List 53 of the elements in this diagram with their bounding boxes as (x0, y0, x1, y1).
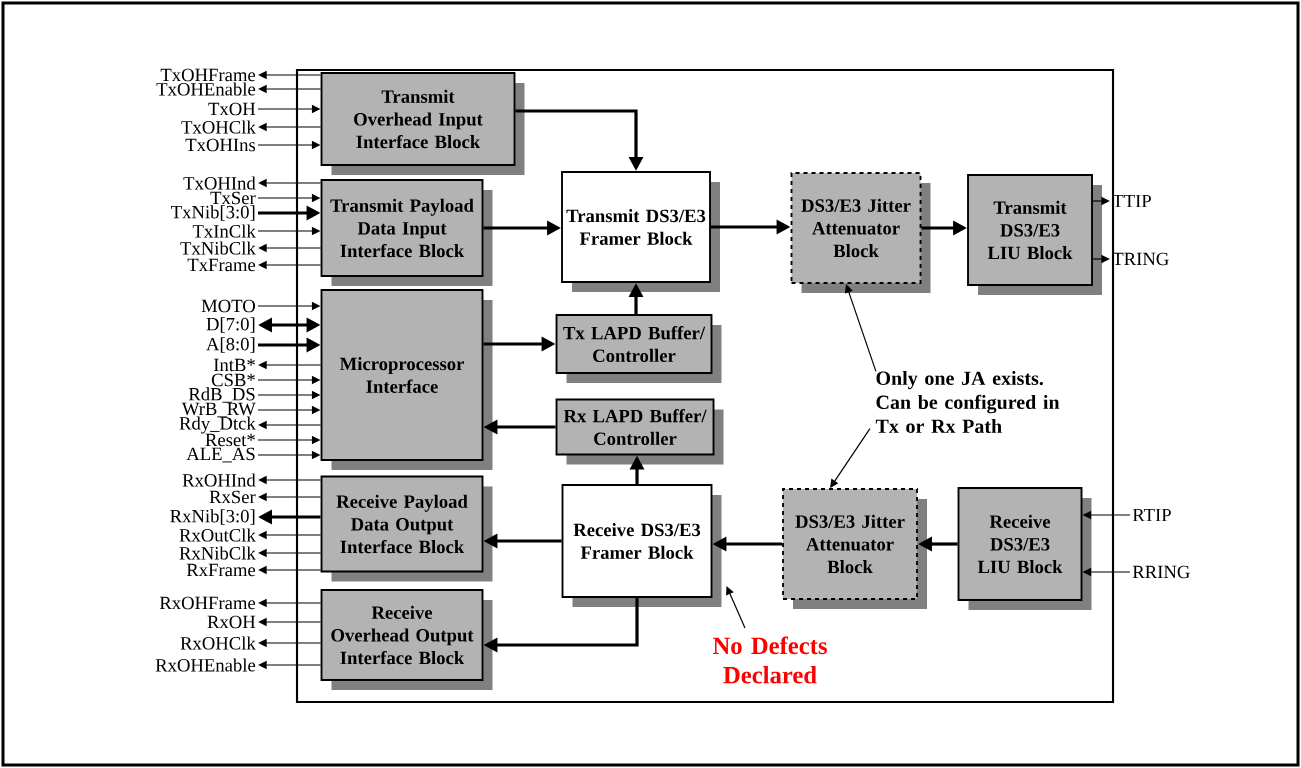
leader-line (726, 586, 746, 629)
pin-label: RxSer (209, 490, 256, 504)
note-text: Only one JA exists. Can be configured in Tx or Rx Path (875, 371, 1060, 434)
pin-label: TTIP (1112, 194, 1151, 208)
pin-label: TxOHInd (183, 176, 256, 190)
pin-label: Reset* (205, 433, 255, 447)
pin-label: TxNibClk (180, 241, 256, 255)
note-text: No Defects Declared (712, 636, 827, 684)
pin-label: WrB_RW (181, 402, 256, 418)
pin-label: RxOHClk (180, 636, 256, 650)
pin-label: TxOHIns (185, 138, 256, 152)
function-block: Microprocessor Interface (320, 289, 493, 470)
leader-line (844, 284, 877, 372)
pin-label: IntB* (213, 358, 255, 372)
pin-label: TxInClk (192, 224, 256, 238)
function-block: Receive DS3/E3 LIU Block (957, 487, 1092, 610)
function-block: Transmit DS3/E3 LIU Block (967, 174, 1102, 295)
pin-label: RdB_DS (188, 387, 255, 403)
function-block: Receive DS3/E3 Framer Block (561, 484, 722, 607)
pin-label: RxOHFrame (159, 596, 256, 610)
pin-label: TxNib[3:0] (171, 205, 255, 221)
pin-label: RxNib[3:0] (170, 509, 255, 525)
function-block: DS3/E3 Jitter Attenuator Block (790, 172, 931, 293)
pin-label: TxOHFrame (160, 68, 256, 82)
chip-boundary (295, 68, 1115, 704)
pin-label: RxOutClk (179, 528, 256, 542)
pin-label: Rdy_Dtck (179, 416, 256, 434)
function-block: Rx LAPD Buffer/ Controller (555, 398, 724, 465)
pin-label: RxOHInd (182, 473, 256, 487)
pin-label: TRING (1112, 252, 1169, 266)
function-block: Tx LAPD Buffer/ Controller (555, 314, 722, 383)
pin-label: CSB* (211, 373, 255, 387)
pin-label: ALE_AS (186, 447, 255, 463)
pin-label: TxOH (208, 102, 256, 116)
function-block: Transmit DS3/E3 Framer Block (561, 171, 720, 292)
function-block: Transmit Overhead Input Interface Block (320, 72, 525, 175)
pin-label: TxOHClk (181, 120, 256, 134)
pin-label: RxOHEnable (155, 658, 256, 672)
function-block: Receive Overhead Output Interface Block (320, 589, 493, 690)
pin-label: A[8:0] (206, 337, 255, 353)
pin-label: TxOHEnable (156, 82, 256, 96)
function-block: Receive Payload Data Output Interface Block (320, 475, 493, 582)
pin-label: RTIP (1132, 508, 1171, 522)
pin-label: D[7:0] (206, 317, 255, 333)
pin-label: RxNibClk (179, 546, 256, 560)
pin-label: TxFrame (187, 258, 256, 272)
pin-label: RxFrame (186, 563, 256, 577)
pin-label: TxSer (210, 191, 256, 205)
function-block: Transmit Payload Data Input Interface Block (320, 179, 493, 286)
pin-label: RxOH (207, 615, 256, 629)
function-block: DS3/E3 Jitter Attenuator Block (782, 488, 927, 609)
pin-label: MOTO (201, 299, 255, 313)
pin-label: RRING (1132, 565, 1190, 579)
